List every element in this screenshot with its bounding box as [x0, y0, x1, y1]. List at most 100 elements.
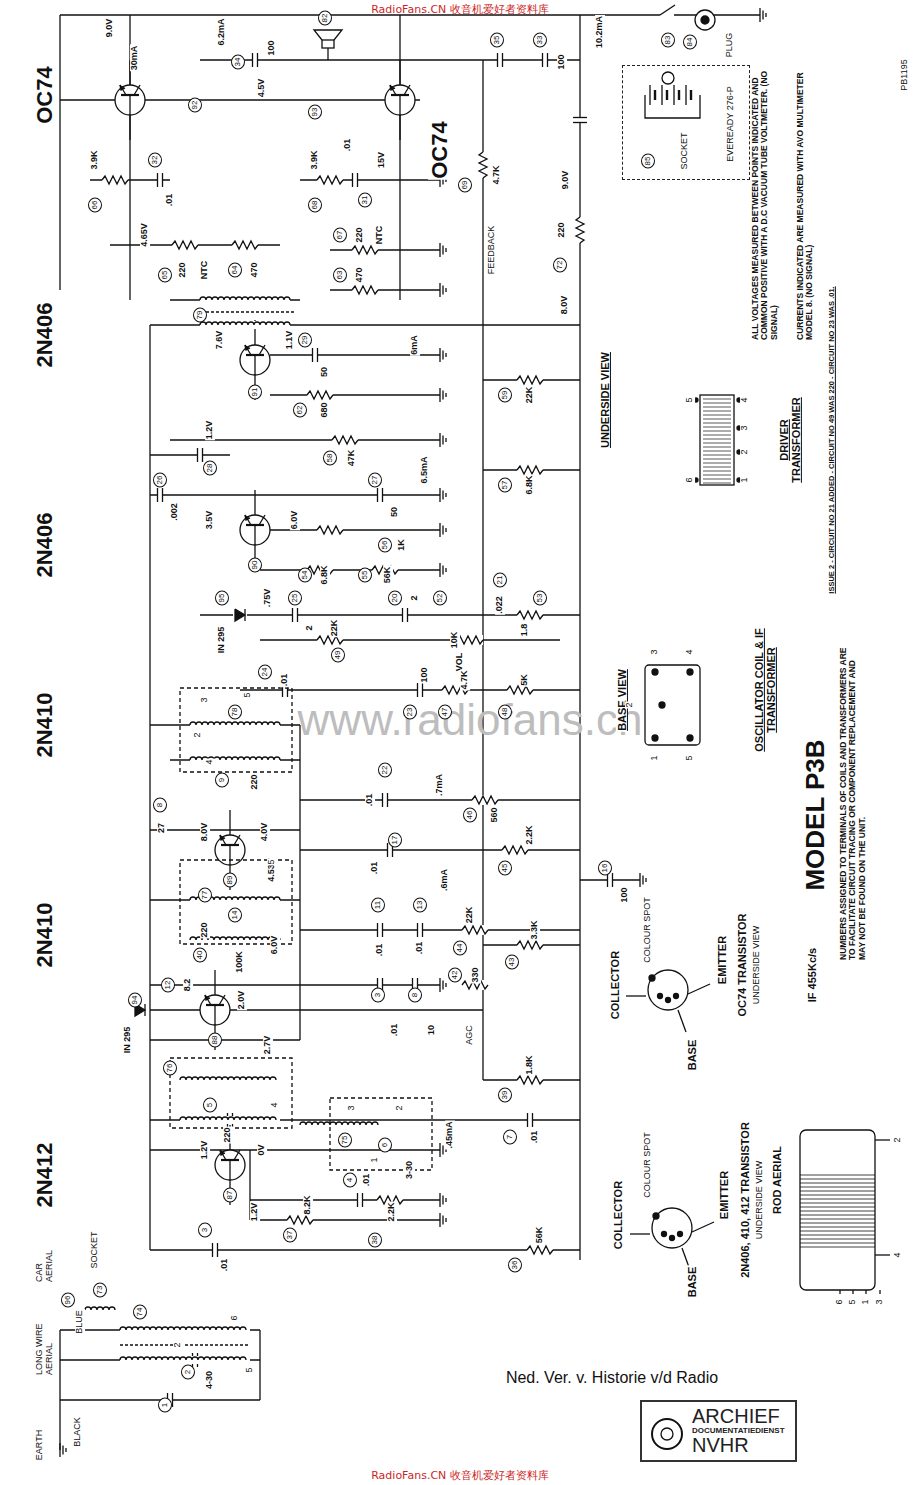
wire [260, 569, 440, 570]
component-value: 8.2 [183, 978, 193, 993]
wire-gap [232, 240, 258, 250]
wire-gap [172, 240, 198, 250]
callout-number: 2 [181, 1365, 195, 1380]
wire-gap [180, 1076, 280, 1084]
aerial-lead [875, 1139, 890, 1140]
capacitor-symbol [387, 843, 388, 857]
leader-line [692, 1222, 714, 1232]
callout-number: 82 [318, 11, 332, 26]
transistor-symbol [214, 1005, 215, 1025]
wire [59, 15, 60, 290]
component-value: 6.5mA [420, 455, 430, 484]
wire-gap [527, 1112, 533, 1128]
capacitor-symbol [497, 53, 498, 67]
small-label: COLOUR SPOT [643, 1131, 653, 1199]
capacitor-symbol [402, 608, 403, 622]
speaker-symbol [314, 30, 342, 40]
capacitor-symbol [162, 488, 163, 502]
component-value: 15V [377, 151, 387, 169]
callout-number: 65 [158, 268, 172, 283]
small-label: AGC [465, 1024, 475, 1046]
transistor-symbol [220, 835, 226, 845]
transistor-symbol [254, 525, 255, 545]
component-value: 220 [223, 1126, 233, 1143]
wire-gap [300, 1121, 380, 1129]
capacitor-symbol [407, 608, 408, 622]
component-value: 220 [200, 921, 210, 938]
pin-number: 5 [685, 754, 695, 761]
capacitor-symbol [573, 117, 587, 118]
emitter-arrow [220, 835, 225, 840]
wire [260, 639, 560, 640]
transistor-symbol [205, 995, 211, 1005]
component-value: 6.0V [270, 935, 280, 956]
component-value: IN 295 [217, 626, 227, 655]
battery-symbol [661, 85, 662, 105]
transformer-lamination [703, 435, 731, 436]
pin-number: 2 [625, 701, 635, 708]
wire [149, 325, 150, 1250]
component-value: 100 [620, 886, 630, 903]
earth-symbol [59, 1443, 60, 1457]
aerial-winding [800, 1215, 875, 1216]
aerial-winding [800, 1239, 875, 1240]
pin-number: 4 [740, 396, 750, 403]
callout-number: 17 [388, 833, 402, 848]
callout-number: 33 [533, 33, 547, 48]
aerial-lead [879, 1290, 880, 1294]
transistor-symbol [115, 85, 145, 115]
aerial-winding [800, 1199, 875, 1200]
transistor-symbol [129, 95, 130, 115]
archive-stamp: ARCHIEFDOCUMENTATIEDIENSTNVHR [640, 1400, 797, 1462]
callout-number: 32 [148, 153, 162, 168]
note-text: NUMBERS ASSIGNED TO TERMINALS OF COILS A… [839, 639, 867, 961]
wire [270, 394, 440, 395]
pin-number: 3 [650, 648, 660, 655]
wire-gap [497, 52, 503, 68]
wire-gap [575, 217, 585, 243]
component-value: .45mA [445, 1120, 455, 1149]
component-value: .01 [165, 193, 175, 208]
wire-gap [572, 117, 588, 123]
callout-number: 62 [293, 403, 307, 418]
component-value: 47K [347, 449, 357, 468]
capacitor-symbol [377, 923, 378, 937]
capacitor-symbol [162, 173, 163, 187]
component-value: 220 [355, 226, 365, 243]
pin-number: 4 [893, 1251, 903, 1258]
resistor-symbol [502, 846, 528, 854]
component-value: 6.2mA [217, 17, 227, 46]
node-text: 85 [641, 154, 655, 169]
component-value: IN 295 [123, 1026, 133, 1055]
earth-symbol [762, 11, 763, 20]
callout-number: 9 [215, 773, 229, 788]
coil-symbol [190, 757, 280, 760]
component-value: 1.8 [520, 623, 530, 638]
pin-number: 5 [245, 1366, 255, 1373]
emitter-arrow [390, 85, 395, 90]
earth-symbol [642, 876, 643, 885]
pin-number: 4 [270, 1101, 280, 1108]
component-value: 4.7K [460, 669, 470, 690]
callout-number: 56 [378, 538, 392, 553]
earth-symbol [442, 491, 443, 500]
capacitor-symbol [527, 1113, 528, 1127]
transistor-symbol [404, 85, 410, 95]
wire [330, 289, 440, 290]
callout-number: 67 [333, 228, 347, 243]
pin-number: 3 [875, 1298, 885, 1305]
callout-number: 75 [338, 1133, 352, 1148]
coil-can-outline [180, 688, 292, 772]
component-value: 4.5V [257, 78, 267, 99]
component-value: 100K [235, 950, 245, 974]
component-value: .6mA [440, 868, 450, 892]
component-value: .01 [390, 1023, 400, 1038]
callout-number: 27 [368, 473, 382, 488]
component-value: 220 [250, 773, 260, 790]
callout-number: 47 [438, 705, 452, 720]
wire [300, 849, 580, 850]
rod-aerial-drawing [800, 1130, 875, 1290]
small-label: FEEDBACK [487, 225, 497, 276]
transformer-lamination [703, 415, 731, 416]
capacitor-symbol [252, 53, 253, 67]
